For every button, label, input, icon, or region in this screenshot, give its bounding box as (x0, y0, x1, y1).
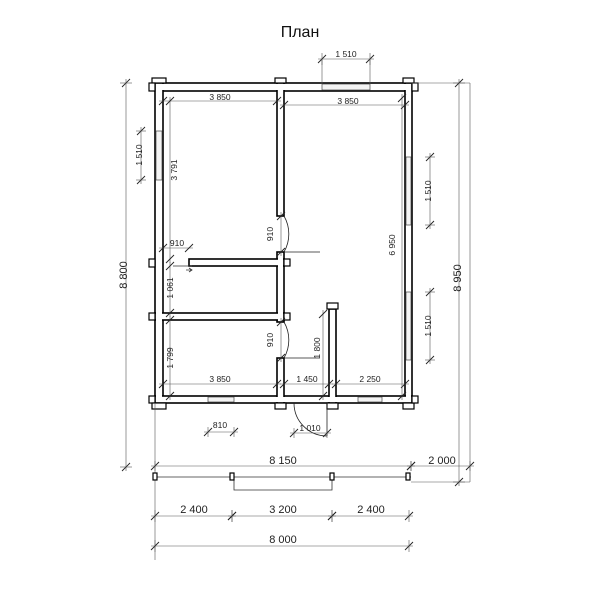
dim-overall-height-left: 8 800 (118, 261, 130, 289)
window-bottom-left (207, 396, 235, 403)
dimension-tick (276, 317, 286, 327)
dim-right-room-height: 6 950 (387, 234, 397, 256)
dim-room-top-left-width: 3 850 (209, 92, 231, 102)
dimension-tick (279, 100, 289, 110)
log-end (402, 77, 415, 84)
log-end (148, 395, 156, 404)
dim-room-top-right-width: 3 850 (337, 96, 359, 106)
windows (155, 83, 412, 403)
dim-door-bottom-left: 910 (265, 333, 275, 347)
dimension-tick (331, 379, 341, 389)
dim-partition-height: 1 800 (312, 337, 322, 359)
window-right-lower (405, 291, 412, 361)
dim-foundation-left: 2 400 (180, 504, 208, 516)
door-swing-bottom (283, 321, 290, 359)
log-end (326, 402, 339, 410)
log-end (402, 402, 415, 410)
doors (173, 215, 328, 437)
window-top (321, 83, 371, 91)
dim-right-window-upper: 1 510 (423, 180, 433, 202)
dim-door-top-left: 910 (265, 227, 275, 241)
dim-overall-height-right: 8 950 (452, 264, 464, 292)
dim-bottom-left-room-width: 3 850 (209, 374, 231, 384)
dim-corridor-opening: 910 (170, 238, 184, 248)
dim-terrace-depth: 2 000 (428, 455, 456, 467)
dimension-tick (397, 391, 407, 401)
dim-foundation-right: 2 400 (357, 504, 385, 516)
dimension-tick (276, 247, 286, 257)
plan-title: План (281, 24, 320, 41)
dim-left-window: 1 510 (134, 144, 144, 166)
foundation-post (152, 472, 158, 481)
dim-bottom-left-room-height: 1 799 (165, 347, 175, 369)
dimension-tick (165, 308, 175, 318)
log-end (283, 312, 291, 321)
dimension-tick (165, 391, 175, 401)
dimension-tick (158, 379, 168, 389)
log-end (283, 258, 291, 267)
dimension-tick (400, 379, 410, 389)
log-end (151, 77, 167, 84)
dimension-tick (318, 391, 328, 401)
log-end (326, 302, 339, 310)
dimension-tick (397, 93, 407, 103)
door-swing-top (283, 215, 290, 253)
dim-foundation-middle: 3 200 (269, 504, 297, 516)
dim-overall-width-house: 8 150 (269, 455, 297, 467)
dim-bottom-right-width: 2 250 (359, 374, 381, 384)
dimension-tick (272, 379, 282, 389)
dimension-tick (165, 254, 175, 264)
log-end (148, 312, 156, 321)
dimension-tick (276, 353, 286, 363)
dimension-tick (165, 261, 175, 271)
dim-corridor-height: 1 061 (165, 277, 175, 299)
log-end (274, 402, 287, 410)
dimension-labels: 1 510 3 850 3 850 1 510 3 791 910 910 1 … (118, 49, 464, 546)
dimension-tick (158, 243, 168, 253)
log-end (411, 395, 419, 404)
dim-entrance-door: 1 010 (299, 423, 321, 433)
foundation-post (405, 472, 411, 481)
dimension-tick (165, 96, 175, 106)
foundation (152, 472, 411, 491)
dimension-tick (279, 379, 289, 389)
dim-right-window-lower: 1 510 (423, 315, 433, 337)
dimension-lines (120, 53, 475, 560)
dim-bottom-window: 810 (213, 420, 227, 430)
dim-foundation-total: 8 000 (269, 534, 297, 546)
log-end (148, 258, 156, 268)
dimension-tick (158, 96, 168, 106)
arrow-icon (186, 267, 193, 273)
foundation-post (329, 472, 335, 481)
log-end (148, 82, 156, 92)
dimension-tick (400, 100, 410, 110)
window-right-upper (405, 156, 412, 226)
dimension-tick (324, 379, 334, 389)
dim-left-room-height: 3 791 (169, 159, 179, 181)
dimension-tick (184, 243, 194, 253)
log-end (274, 77, 287, 84)
dimension-tick (318, 309, 328, 319)
dimension-tick (276, 211, 286, 221)
window-left (155, 130, 163, 181)
dim-vestibule-width: 1 450 (296, 374, 318, 384)
dim-top-window: 1 510 (335, 49, 357, 59)
dimension-tick (165, 315, 175, 325)
log-end (411, 82, 419, 92)
door-swing-entrance (293, 402, 328, 437)
dimension-tick (272, 96, 282, 106)
window-bottom-right (357, 396, 383, 403)
walls (148, 77, 419, 410)
foundation-post (229, 472, 235, 481)
log-end (151, 402, 167, 410)
